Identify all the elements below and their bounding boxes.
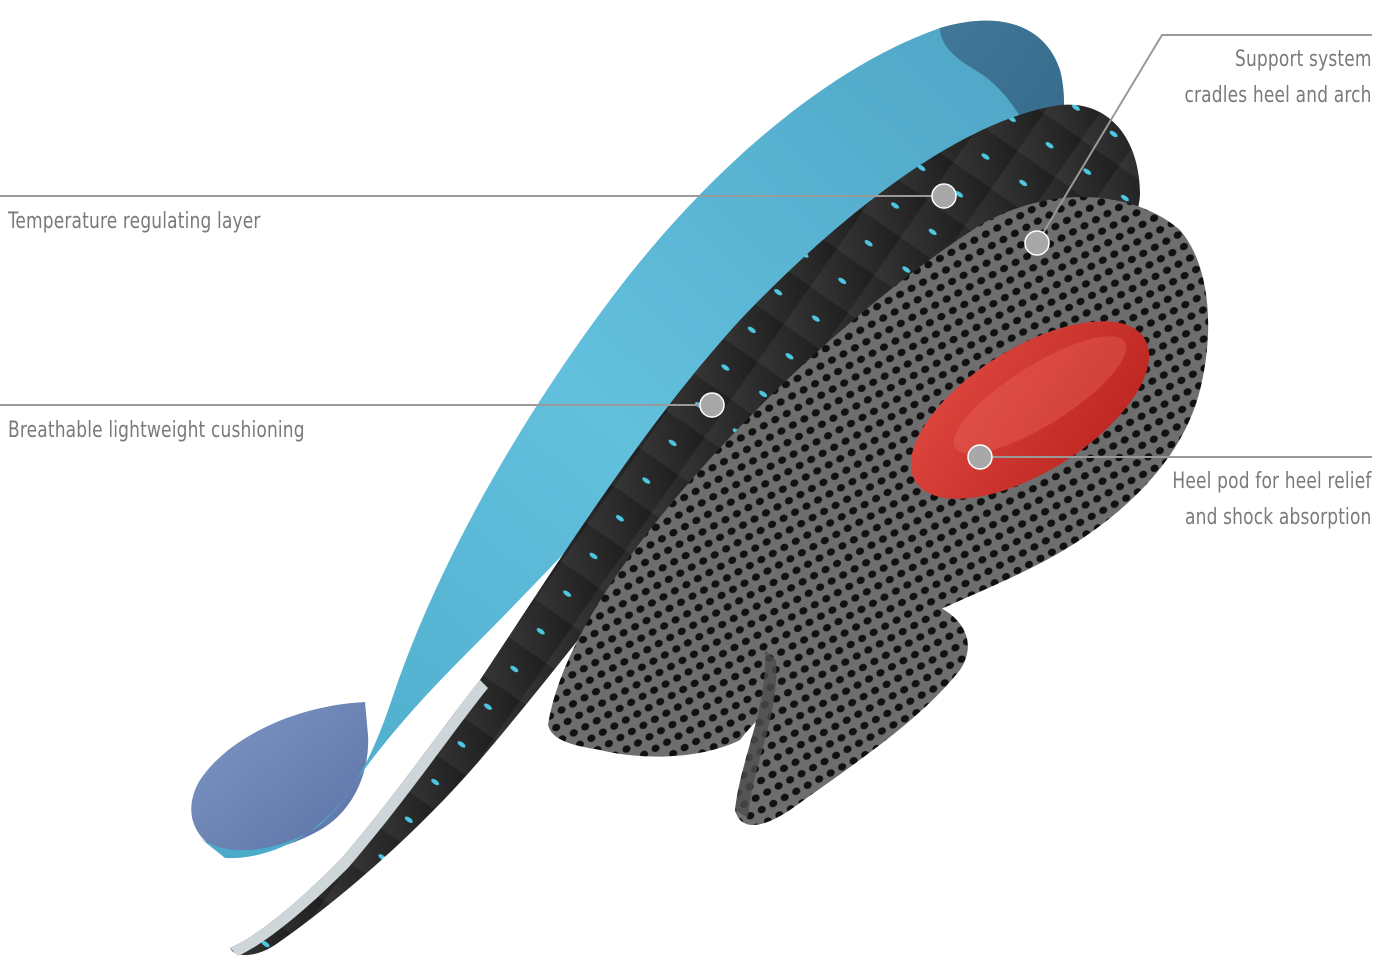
heel-pod-marker-dot	[968, 445, 992, 469]
breathable-cushioning-label: Breathable lightweight cushioning	[8, 413, 305, 449]
support-system-line1: Support system	[1185, 42, 1372, 78]
toe-underside	[191, 702, 368, 852]
support-system-label: Support system cradles heel and arch	[1185, 42, 1372, 114]
heel-pod-line2: and shock absorption	[1173, 500, 1372, 536]
temperature-layer-text: Temperature regulating layer	[8, 204, 261, 240]
breathable-cushioning-text: Breathable lightweight cushioning	[8, 413, 305, 449]
heel-pod-label: Heel pod for heel relief and shock absor…	[1173, 464, 1372, 536]
heel-pod-line1: Heel pod for heel relief	[1173, 464, 1372, 500]
temperature-marker-dot	[932, 184, 956, 208]
support-system-line2: cradles heel and arch	[1185, 78, 1372, 114]
temperature-layer-label: Temperature regulating layer	[8, 204, 261, 240]
breathable-marker-dot	[700, 393, 724, 417]
support-marker-dot	[1025, 231, 1049, 255]
